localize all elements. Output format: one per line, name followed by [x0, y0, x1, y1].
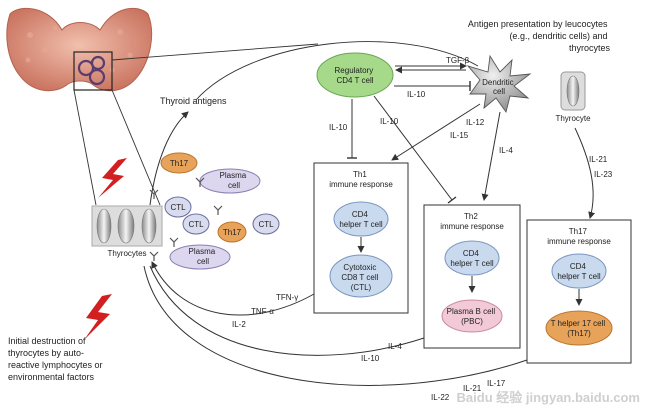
svg-text:Th17: Th17: [170, 159, 189, 168]
inhibit-reg-th2: [373, 95, 453, 201]
svg-text:Plasma B cell (PBC): Plasma B cell (PBC): [447, 307, 498, 326]
ctl-cell-3: CTL: [252, 213, 280, 235]
label-il10-bottom: IL-10: [361, 354, 380, 363]
dendritic-cell-icon: Dendritic cell: [466, 54, 532, 114]
svg-text:CTL: CTL: [170, 203, 186, 212]
regulatory-cd4-t-cell: Regulatory CD4 T cell: [316, 52, 394, 98]
label-il15: IL-15: [450, 131, 469, 140]
th17-cell-small: Th17: [160, 152, 198, 174]
watermark: Baidu 经验 jingyan.baidu.com: [457, 390, 640, 405]
zoom-line-right: [111, 89, 161, 206]
label-il10-reg-dc: IL-10: [407, 90, 426, 99]
svg-text:T helper 17 cell (Th17): T helper 17 cell (Th17): [551, 319, 608, 338]
lightning-icon-bottom: [84, 294, 112, 340]
svg-text:Dendritic cell: Dendritic cell: [482, 78, 516, 96]
arc-antigens-to-dc: [195, 41, 479, 101]
plasma-cell-2: Plasma cell: [169, 244, 231, 270]
svg-text:Plasma cell: Plasma cell: [189, 247, 218, 266]
svg-text:Th17 immune response: Th17 immune response: [547, 227, 611, 246]
label-tgf-beta: TGF-β: [446, 56, 470, 65]
svg-text:CTL: CTL: [258, 220, 274, 229]
label-il22-bottom: IL-22: [431, 393, 450, 402]
svg-text:CD4 helper T cell: CD4 helper T cell: [339, 210, 383, 229]
label-il4-bottom: IL-4: [388, 342, 402, 351]
plasma-cell-1: Plasma cell: [199, 168, 261, 194]
arrow-dc-to-th1: [391, 103, 481, 161]
ctl-cell-1: CTL: [164, 196, 192, 218]
arrow-th1-return: [151, 261, 315, 316]
arrow-th17-return: [143, 265, 528, 386]
thyrocytes-cluster: Thyrocytes: [91, 205, 163, 258]
thyroid-antigens-label: Thyroid antigens: [160, 96, 227, 106]
label-il10-mid: IL-10: [380, 117, 399, 126]
svg-text:CD4 helper T cell: CD4 helper T cell: [557, 262, 601, 281]
label-il21: IL-21: [589, 155, 608, 164]
thyrocyte-single: Thyrocyte: [555, 71, 591, 123]
label-il4: IL-4: [499, 146, 513, 155]
label-il12: IL-12: [466, 118, 485, 127]
label-il17-bottom: IL-17: [487, 379, 506, 388]
th17-response-box: Th17 immune response CD4 helper T cell T…: [526, 219, 632, 364]
label-il23: IL-23: [594, 170, 613, 179]
svg-text:CTL: CTL: [188, 220, 204, 229]
svg-text:Cytotoxic CD8 T cell: Cytotoxic CD8 T cell (CTL): [341, 263, 380, 292]
svg-text:Thyrocytes: Thyrocytes: [107, 249, 146, 258]
svg-text:Thyrocyte: Thyrocyte: [555, 114, 591, 123]
svg-text:Th2 immune response: Th2 immune response: [440, 212, 504, 231]
line-gland-to-regulatory: [111, 43, 319, 61]
label-tnf-alpha: TNF-α: [251, 307, 274, 316]
ctl-cell-2: CTL: [182, 213, 210, 235]
lightning-icon-top: [98, 158, 127, 198]
thyroid-gland-icon: [6, 7, 153, 92]
zoom-line-left: [73, 89, 97, 206]
label-tfn-gamma: TFN-γ: [276, 293, 298, 302]
label-il2: IL-2: [232, 320, 246, 329]
svg-text:Plasma cell: Plasma cell: [220, 171, 249, 190]
svg-text:Th1 immune response: Th1 immune response: [329, 170, 393, 189]
label-il10-left: IL-10: [329, 123, 348, 132]
antigen-presentation-label: Antigen presentation by leucocytes (e.g.…: [468, 19, 611, 53]
arrow-th2-return: [149, 265, 425, 356]
initial-destruction-label: Initial destruction of thyrocytes by aut…: [8, 336, 105, 382]
arrow-dc-to-th2: [481, 111, 501, 201]
th1-response-box: Th1 immune response CD4 helper T cell Cy…: [313, 162, 409, 314]
svg-text:Regulatory CD4 T cell: Regulatory CD4 T cell: [335, 66, 376, 85]
th2-response-box: Th2 immune response CD4 helper T cell Pl…: [423, 204, 521, 349]
svg-text:Th17: Th17: [223, 228, 242, 237]
svg-text:CD4 helper T cell: CD4 helper T cell: [450, 249, 494, 268]
arrow-thyrocyte-to-th17: [574, 127, 596, 219]
th17-cell-small-2: Th17: [217, 221, 247, 243]
arrow-to-thyroid-antigens: [149, 111, 189, 206]
label-il21-bottom: IL-21: [463, 384, 482, 393]
